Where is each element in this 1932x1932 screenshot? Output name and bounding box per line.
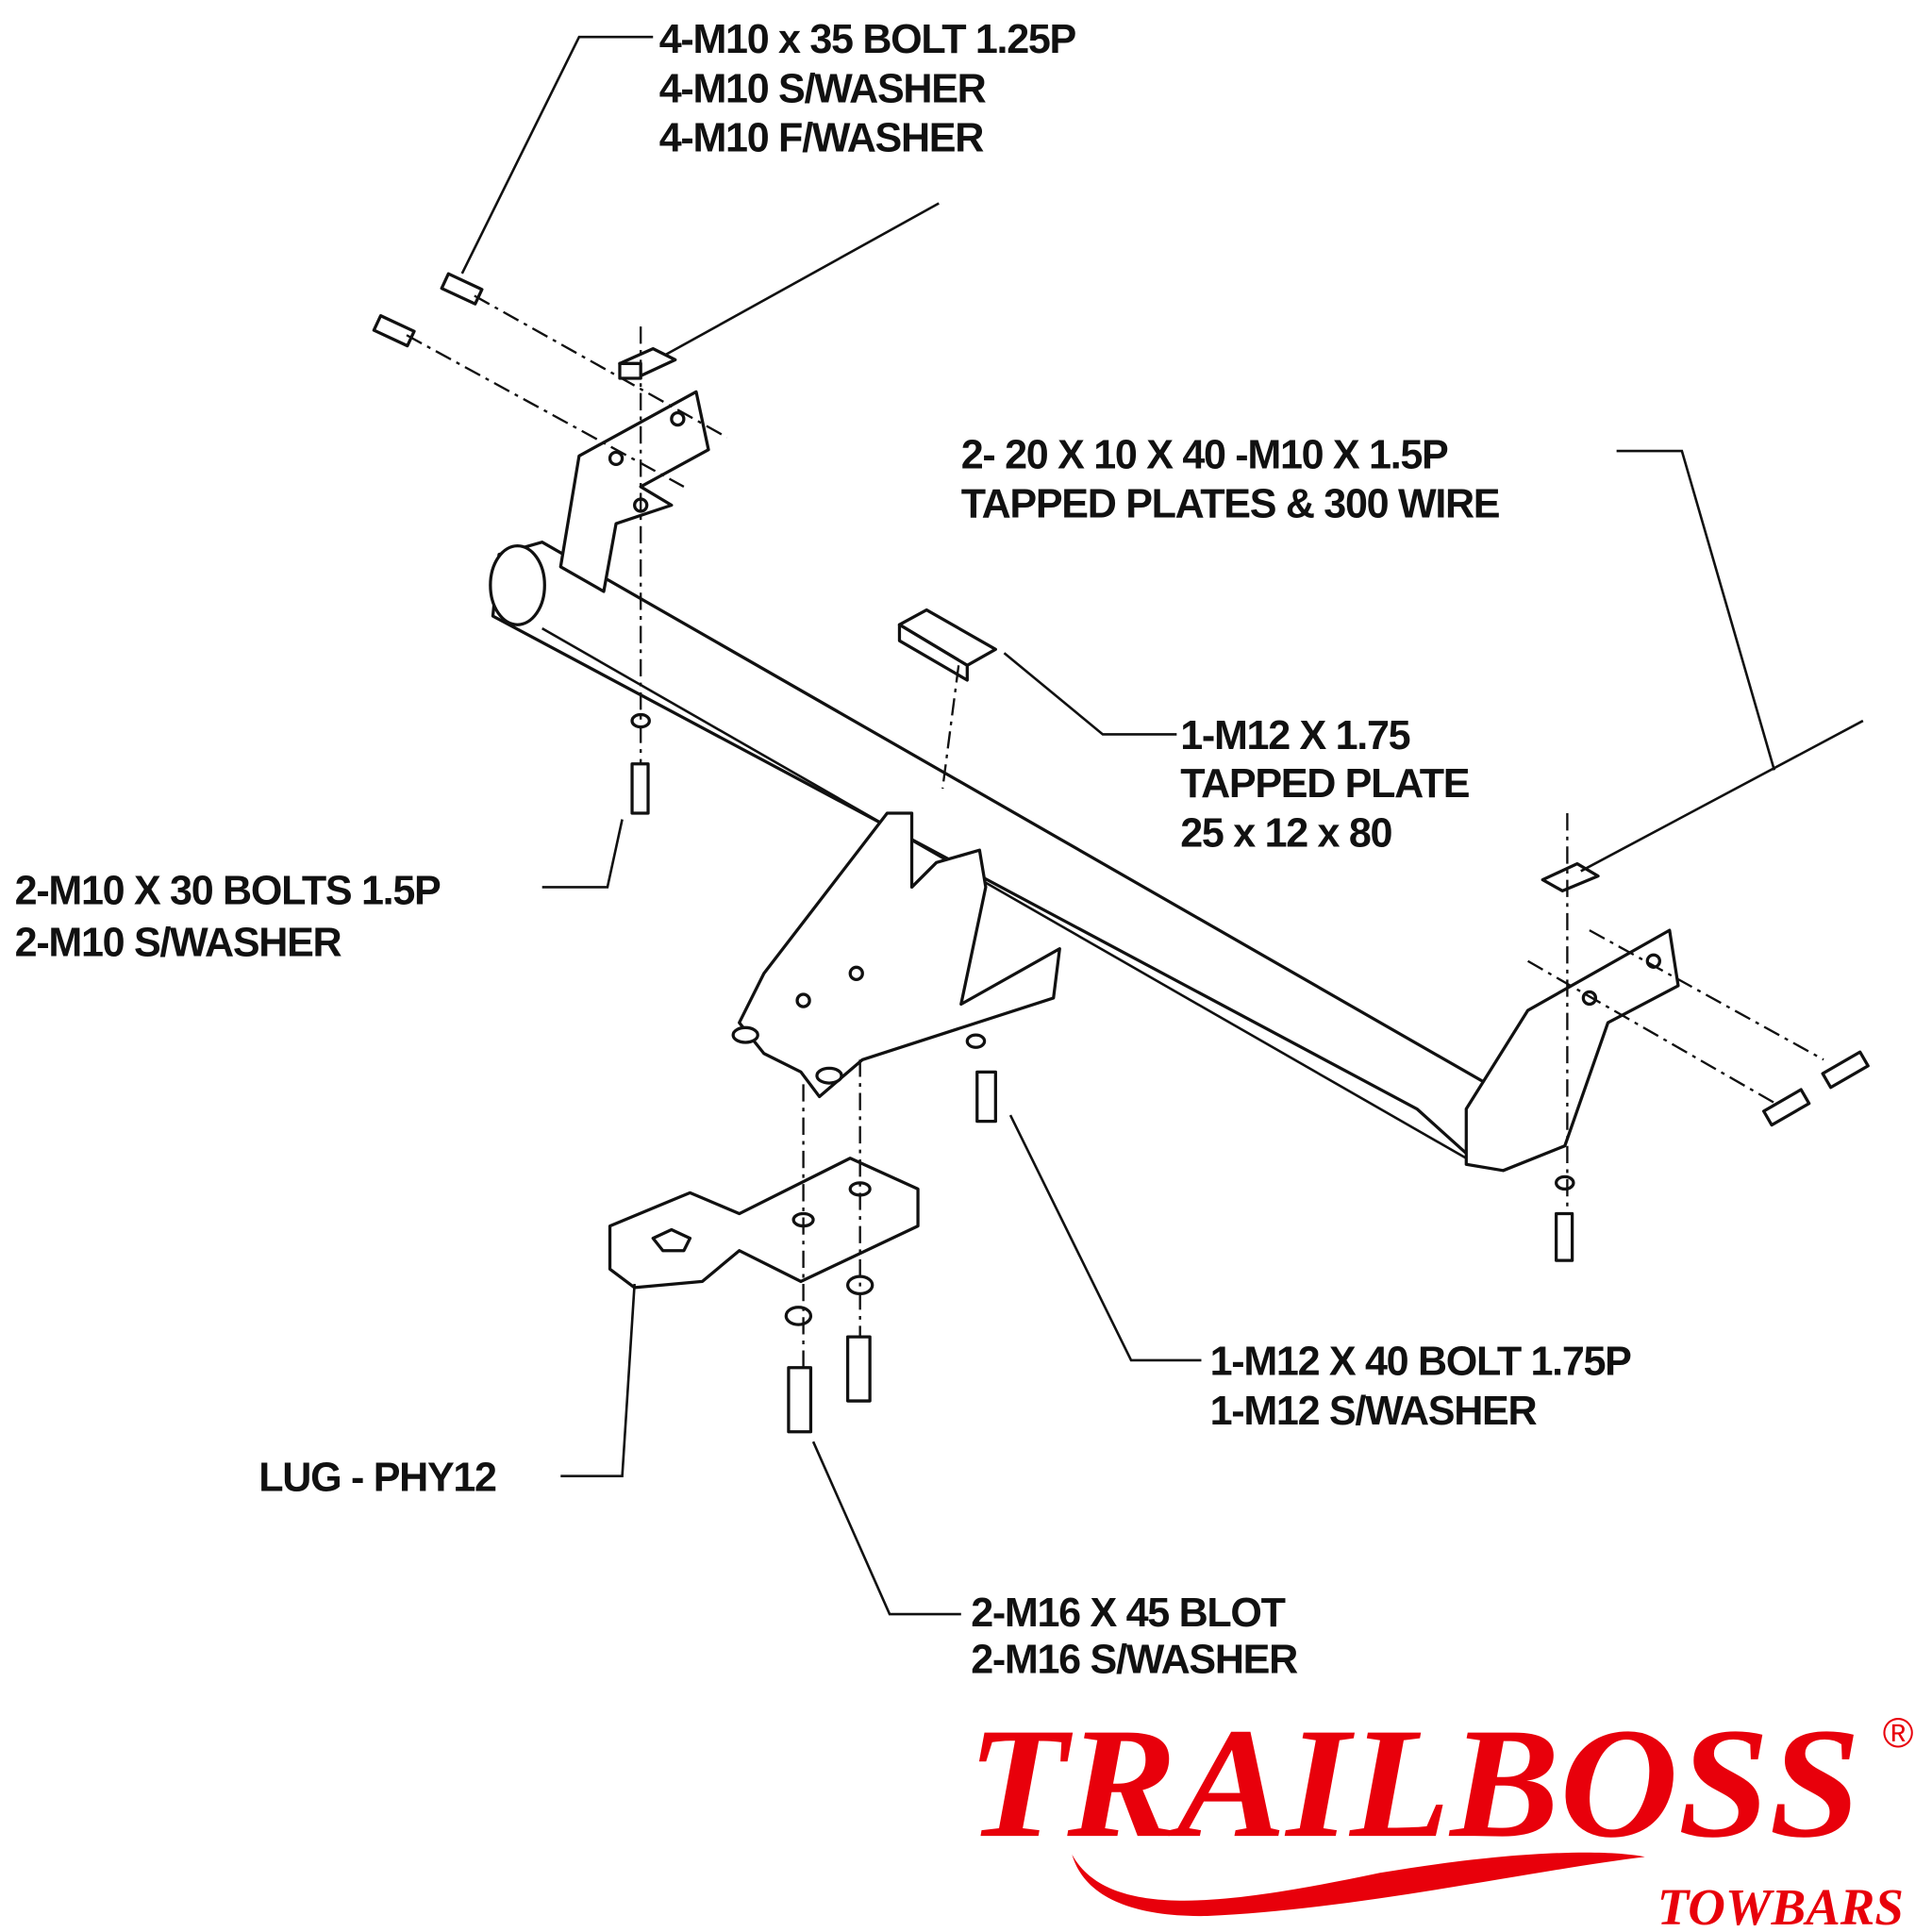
right-bracket <box>1464 928 1680 1173</box>
label-line: TAPPED PLATE <box>1180 761 1470 807</box>
lug-phy12 <box>608 1157 920 1290</box>
trailboss-logo: TRAILBOSS TOWBARS ® <box>967 1696 1913 1932</box>
label-line: TAPPED PLATES & 300 WIRE <box>961 482 1500 527</box>
label-lug: LUG - PHY12 <box>258 1455 496 1500</box>
registered-mark: ® <box>1883 1710 1914 1757</box>
label-m12-bolt: 1-M12 X 40 BOLT 1.75P 1-M12 S/WASHER <box>1210 1340 1633 1434</box>
label-line: 2-M10 S/WASHER <box>15 921 342 966</box>
label-center-plate: 1-M12 X 1.75 TAPPED PLATE 25 x 12 x 80 <box>1180 713 1471 856</box>
label-line: 2-M16 S/WASHER <box>971 1638 1298 1683</box>
label-line: 4-M10 S/WASHER <box>659 66 987 111</box>
label-line: 2- 20 X 10 X 40 -M10 X 1.5P <box>961 432 1448 477</box>
bolts <box>372 272 1870 1434</box>
tapped-plates <box>618 346 1600 892</box>
label-tapped-plates: 2- 20 X 10 X 40 -M10 X 1.5P TAPPED PLATE… <box>961 432 1501 527</box>
center-bracket <box>731 811 1061 1099</box>
label-side-bolts: 2-M10 X 30 BOLTS 1.5P 2-M10 S/WASHER <box>15 869 442 966</box>
crossbar <box>489 541 1511 1166</box>
label-top-bolts: 4-M10 x 35 BOLT 1.25P 4-M10 S/WASHER 4-M… <box>659 17 1077 161</box>
label-line: 2-M10 X 30 BOLTS 1.5P <box>15 869 441 914</box>
label-line: 1-M12 X 40 BOLT 1.75P <box>1210 1340 1632 1385</box>
logo-swoosh <box>1072 1852 1645 1917</box>
label-line: 4-M10 F/WASHER <box>659 116 984 161</box>
leader-lines <box>460 35 1864 1616</box>
label-line: 25 x 12 x 80 <box>1180 810 1391 856</box>
assembly-lines <box>406 294 1824 1368</box>
left-bracket <box>558 390 710 593</box>
logo-brand: TRAILBOSS <box>967 1696 1860 1871</box>
label-line: 2-M16 X 45 BLOT <box>971 1591 1285 1636</box>
label-line: 4-M10 x 35 BOLT 1.25P <box>659 17 1076 62</box>
label-line: 1-M12 X 1.75 <box>1180 713 1409 758</box>
label-line: 1-M12 S/WASHER <box>1210 1389 1538 1434</box>
logo-sub: TOWBARS <box>1657 1878 1904 1932</box>
label-m16-bolts: 2-M16 X 45 BLOT 2-M16 S/WASHER <box>971 1591 1299 1683</box>
